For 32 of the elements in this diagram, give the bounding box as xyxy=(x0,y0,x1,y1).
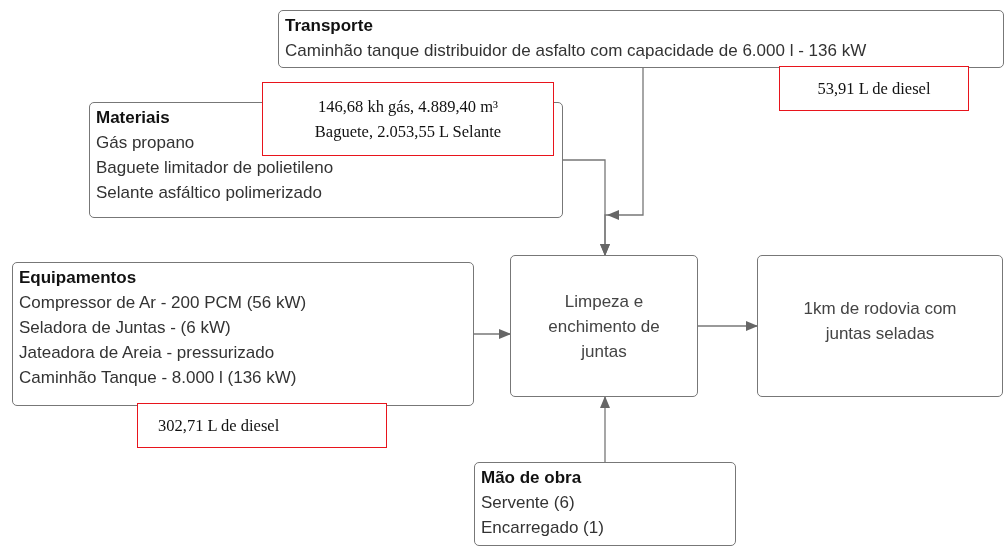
process-box xyxy=(510,255,698,397)
box-heading: Transporte xyxy=(285,15,373,37)
box-heading: Mão de obra xyxy=(481,467,582,489)
box-text: Limpeza e enchimento de juntas xyxy=(547,290,661,363)
box-heading: Equipamentos xyxy=(19,267,137,289)
annotation-box xyxy=(262,82,554,156)
process-box xyxy=(278,10,1004,68)
annotation-box xyxy=(137,403,387,448)
annotation-text: 146,68 kh gás, 4.889,40 m³ xyxy=(318,96,498,118)
list-item: Servente (6) xyxy=(481,492,575,514)
annotation-text: 302,71 L de diesel xyxy=(158,415,280,437)
annotation-text: 53,91 L de diesel xyxy=(817,78,931,100)
arrow xyxy=(473,329,511,339)
box-text: 1km de rodovia com juntas seladas xyxy=(802,298,958,345)
arrow xyxy=(562,159,610,256)
list-item: Caminhão Tanque - 8.000 l (136 kW) xyxy=(19,367,297,389)
list-item: Encarregado (1) xyxy=(481,517,604,539)
list-item: Compressor de Ar - 200 PCM (56 kW) xyxy=(19,292,307,314)
arrow xyxy=(600,396,610,463)
arrow xyxy=(697,321,758,331)
list-item: Baguete limitador de polietileno xyxy=(96,157,334,179)
list-item: Seladora de Juntas - (6 kW) xyxy=(19,317,231,339)
list-item: Selante asfáltico polimerizado xyxy=(96,182,322,204)
annotation-text: Baguete, 2.053,55 L Selante xyxy=(314,121,502,143)
process-box xyxy=(757,255,1003,397)
list-item: Caminhão tanque distribuidor de asfalto com capacidade de 6.000 l - 136 kW xyxy=(285,40,867,62)
process-box xyxy=(12,262,474,406)
process-box xyxy=(474,462,736,546)
list-item: Jateadora de Areia - pressurizado xyxy=(19,342,275,364)
list-item: Gás propano xyxy=(96,132,195,154)
annotation-box xyxy=(779,66,969,111)
box-heading: Materiais xyxy=(96,107,170,129)
